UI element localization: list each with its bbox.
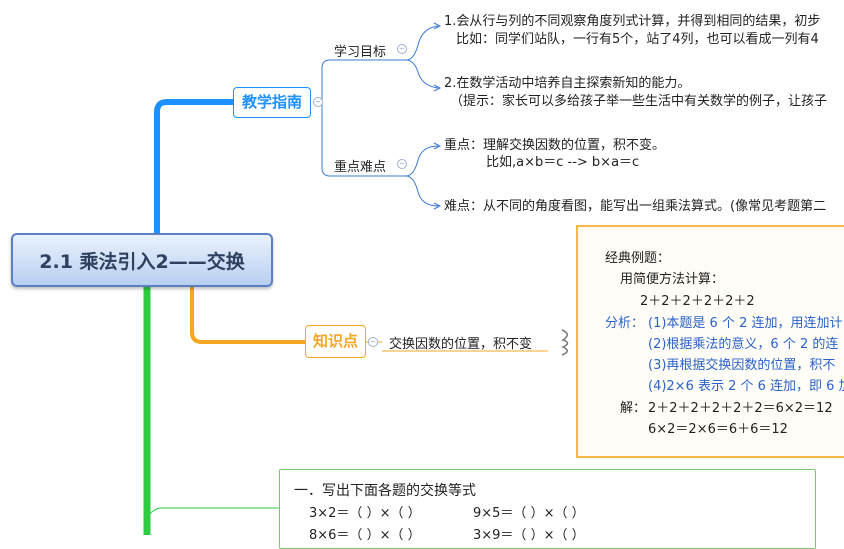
goal-item-1-example: 比如：同学们站队，一行有5个，站了4列，也可以看成一列有4	[456, 32, 819, 47]
guide-branch-line	[154, 99, 234, 233]
example-task: 用简便方法计算：	[620, 272, 725, 287]
key-curves	[405, 145, 439, 207]
knowledge-branch-line	[190, 287, 305, 344]
exercise-q2: 9×5＝（ ）×（ ）	[473, 506, 585, 521]
knowledge-collapse-icon[interactable]: −	[368, 337, 378, 347]
goals-curves	[405, 25, 439, 89]
goal-item-1: 1.会从行与列的不同观察角度列式计算，并得到相同的结果，初步	[444, 14, 821, 29]
solution-line-1: 2＋2＋2＋2＋2＋2＝6×2＝12	[648, 401, 833, 416]
root-topic[interactable]: 2.1 乘法引入2——交换	[11, 233, 273, 287]
exercise-q1: 3×2＝（ ）×（ ）	[309, 506, 421, 521]
root-title: 2.1 乘法引入2——交换	[39, 250, 245, 273]
key-collapse-icon[interactable]: −	[397, 159, 407, 169]
exercise-q3: 8×6＝（ ）×（ ）	[309, 528, 421, 543]
goals-label: 学习目标	[334, 45, 387, 60]
knowledge-topic-text: 交换因数的位置，积不变	[389, 337, 533, 352]
exercise-box[interactable]: 一．写出下面各题的交换等式 3×2＝（ ）×（ ） 9×5＝（ ）×（ ） 8×…	[279, 469, 816, 549]
knowledge-node[interactable]: 知识点	[305, 325, 366, 358]
key-node[interactable]: 重点难点	[334, 156, 386, 175]
key-item-difficulty: 难点：从不同的角度看图，能写出一组乘法算式。(像常见考题第二	[444, 199, 827, 214]
analysis-step-2: (2)根据乘法的意义，6 个 2 的连	[648, 337, 839, 352]
analysis-label: 分析：	[605, 316, 645, 331]
analysis-step-4: (4)2×6 表示 2 个 6 连加，即 6 加	[648, 379, 844, 394]
solution-label: 解：	[620, 401, 647, 416]
exercise-sub-line	[146, 507, 279, 521]
analysis-step-1: (1)本题是 6 个 2 连加，用连加计	[648, 316, 843, 331]
goals-node[interactable]: 学习目标	[334, 41, 386, 60]
guide-label: 教学指南	[241, 93, 302, 111]
summary-bracket	[561, 329, 569, 356]
guide-node[interactable]: 教学指南	[233, 87, 311, 118]
exercise-q4: 3×9＝（ ）×（ ）	[473, 528, 585, 543]
knowledge-topic[interactable]: 交换因数的位置，积不变	[389, 333, 532, 352]
exercise-heading: 一．写出下面各题的交换等式	[294, 483, 476, 499]
example-heading: 经典例题：	[605, 251, 671, 266]
connector-lines	[143, 22, 569, 535]
example-expression: 2＋2＋2＋2＋2＋2	[640, 294, 755, 309]
example-box[interactable]: 经典例题： 用简便方法计算： 2＋2＋2＋2＋2＋2 分析： (1)本题是 6 …	[576, 225, 844, 458]
guide-collapse-icon[interactable]: −	[313, 97, 323, 107]
analysis-step-3: (3)再根据交换因数的位置，积不	[648, 358, 836, 373]
goal-item-2-tip: （提示：家长可以多给孩子举一些生活中有关数学的例子，让孩子	[450, 94, 828, 109]
goal-item-2: 2.在数学活动中培养自主探索新知的能力。	[444, 76, 691, 91]
knowledge-label: 知识点	[312, 332, 358, 350]
goals-collapse-icon[interactable]: −	[397, 44, 407, 54]
key-item-focus-example: 比如,a×b＝c --> b×a＝c	[486, 155, 640, 170]
key-item-focus: 重点：理解交换因数的位置，积不变。	[444, 138, 666, 153]
key-label: 重点难点	[334, 160, 387, 175]
solution-line-2: 6×2＝2×6＝6＋6＝12	[648, 422, 788, 437]
